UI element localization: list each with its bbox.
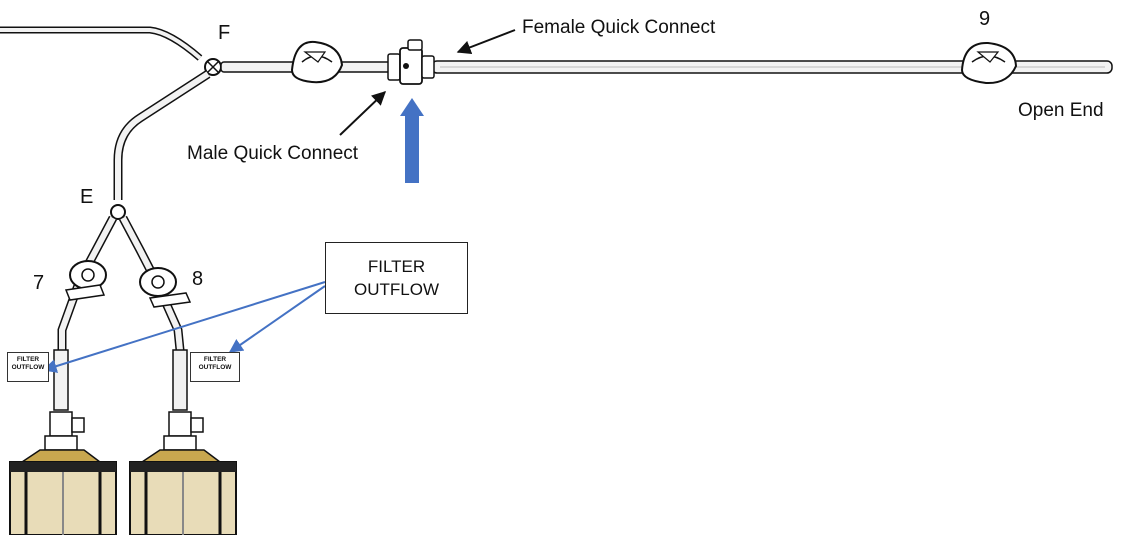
label-clamp-8: 8 [192,268,204,290]
y-connector-e [110,204,126,220]
callout-line-2: OUTFLOW [354,280,439,299]
label-e: E [80,186,94,208]
right-filter-label-line-2: OUTFLOW [198,364,232,371]
right-filter-label-line-1: FILTER [203,356,227,363]
label-male-quick-connect: Male Quick Connect [187,143,359,164]
y-connector-f [204,58,222,76]
quick-connect-assembly [387,39,435,85]
label-f: F [218,22,231,44]
left-filter-label-line-1: FILTER [16,356,40,363]
inlet-tube [0,26,203,61]
branch-tube-f-to-e [113,70,211,200]
left-filter-label-line-2: OUTFLOW [11,364,45,371]
male-qc-arrow [339,91,387,136]
callout-arrow-right [228,285,326,353]
label-clamp-7: 7 [33,272,45,294]
right-fitting [163,411,204,451]
quick-connect-up-arrow [400,98,424,183]
clamp-7 [64,260,107,301]
clamp-8 [139,267,192,308]
right-branch-tube [119,215,188,411]
clamp-9 [960,41,1018,85]
label-female-quick-connect: Female Quick Connect [522,17,716,38]
female-qc-arrow [456,29,516,54]
right-canister [129,449,237,535]
left-fitting [44,411,85,451]
label-open-end: Open End [1018,100,1104,121]
label-clamp-9: 9 [979,8,991,30]
filter-outflow-callout: FILTER OUTFLOW [325,242,468,314]
right-filter-outflow-label: FILTER OUTFLOW [190,352,240,382]
left-filter-outflow-label: FILTER OUTFLOW [7,352,49,382]
left-canister [9,449,117,535]
callout-arrow-left [42,281,326,373]
main-line-clamp [290,40,344,84]
left-branch-tube [53,215,117,411]
callout-line-1: FILTER [367,257,426,276]
